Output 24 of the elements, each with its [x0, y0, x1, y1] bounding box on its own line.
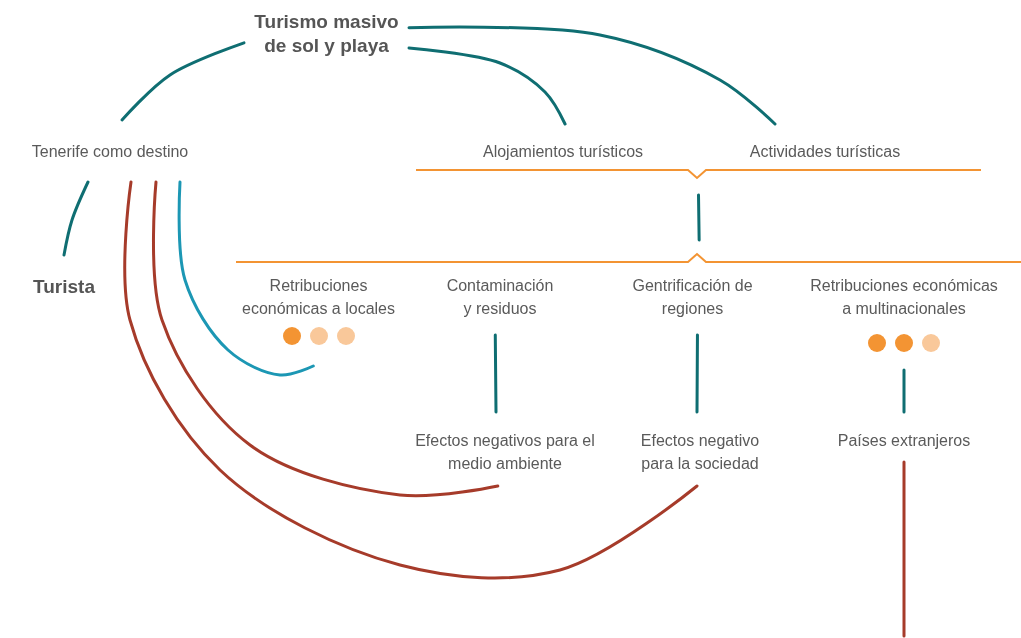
connector-line: [152, 180, 500, 498]
node-label: Países extranjeros: [836, 431, 972, 451]
connector-line: [123, 180, 699, 580]
connector-line: [120, 41, 246, 122]
node-label: Gentrificación de regiones: [631, 276, 754, 319]
connector-line: [695, 333, 699, 414]
heading-label: Turista: [32, 275, 96, 299]
heading-label: Turismo masivo de sol y playa: [253, 10, 400, 58]
node-label: Retribuciones económicas a multinacionales: [809, 276, 999, 319]
node-label: Contaminación y residuos: [445, 276, 555, 319]
node-label: Efectos negativo para la sociedad: [639, 431, 761, 474]
connector-line: [697, 193, 701, 242]
line: [902, 460, 906, 638]
connector-line: [902, 368, 906, 414]
connector-line: [407, 46, 567, 126]
connector-line: [177, 180, 315, 377]
node-label: Alojamientos turísticos: [481, 142, 645, 162]
node-label: Retribuciones económicas a locales: [241, 276, 396, 319]
node-label: Efectos negativos para el medio ambiente: [415, 431, 595, 474]
node-label: Tenerife como destino: [30, 142, 190, 162]
connector-line: [493, 333, 498, 414]
connector-line: [407, 25, 777, 126]
node-label: Actividades turísticas: [748, 142, 902, 162]
connector-line: [62, 180, 90, 257]
